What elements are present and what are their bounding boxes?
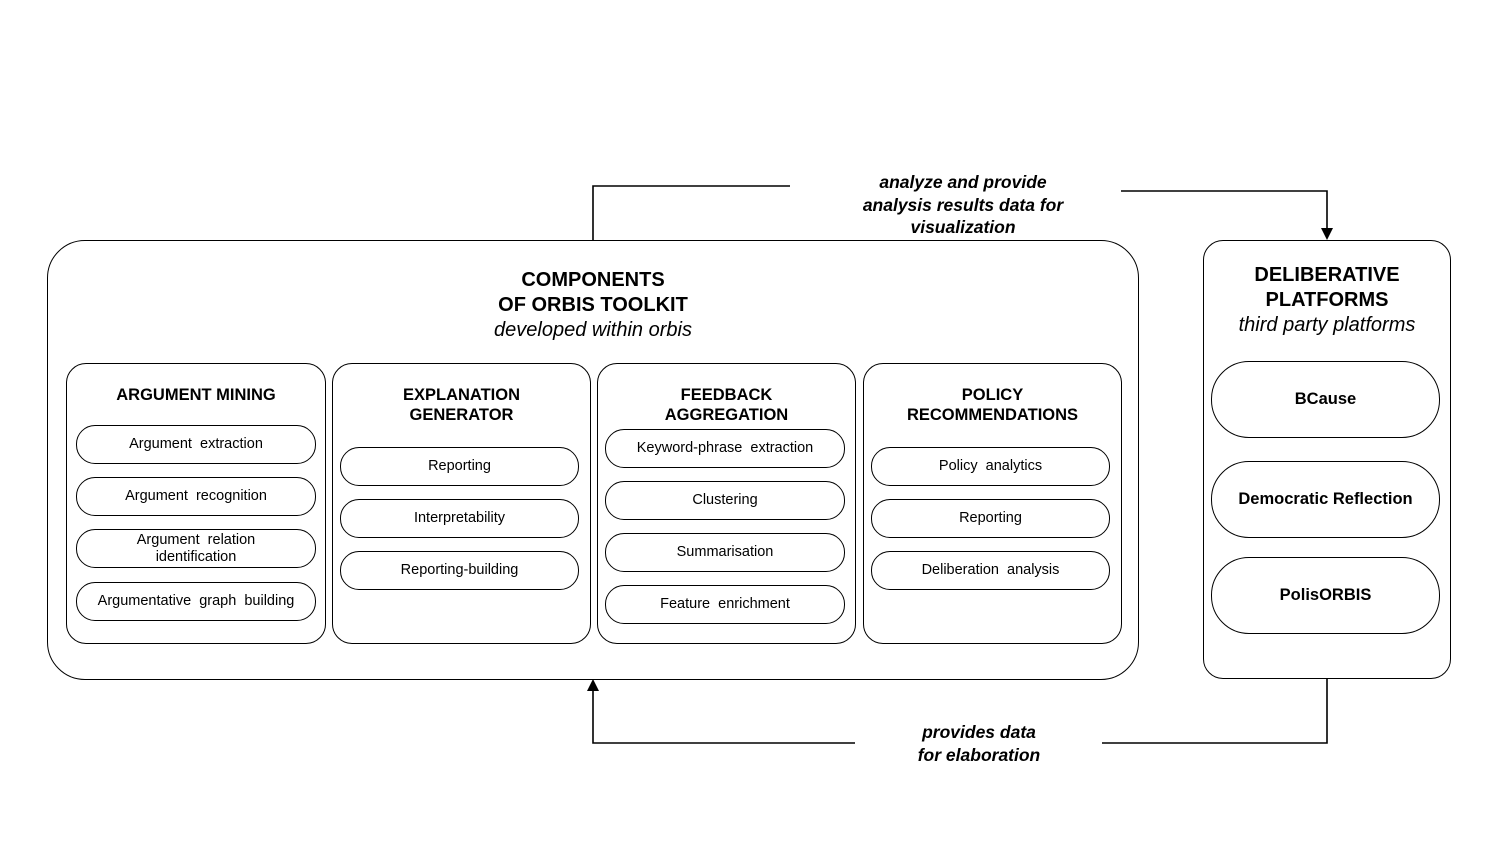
item-label: Reporting-building [400, 562, 519, 578]
policy-recommendations-title: POLICY RECOMMENDATIONS [863, 385, 1122, 425]
toolkit-title: COMPONENTS OF ORBIS TOOLKIT [393, 268, 793, 318]
top-flow-label: analyze and provide analysis results dat… [830, 171, 1096, 239]
item-label: Feature enrichment [660, 596, 790, 612]
column-title-line: GENERATOR [409, 406, 514, 424]
bottom-arrowhead [587, 679, 599, 691]
reporting-building-item: Reporting-building [340, 551, 579, 590]
platforms-title-line: PLATFORMS [1265, 289, 1389, 311]
platform-label: PolisORBIS [1279, 586, 1372, 604]
reporting-item: Reporting [340, 447, 579, 486]
platforms-title-line: DELIBERATIVE [1254, 264, 1400, 286]
item-label: Argument relation [136, 531, 256, 548]
argument-relation-identification-item: Argument relation identification [76, 529, 316, 568]
item-label: Keyword-phrase extraction [636, 440, 814, 456]
summarisation-item: Summarisation [605, 533, 845, 572]
platforms-title: DELIBERATIVE PLATFORMS [1203, 263, 1451, 313]
argument-extraction-item: Argument extraction [76, 425, 316, 464]
deliberation-analysis-item: Deliberation analysis [871, 551, 1110, 590]
top-arrowhead [1321, 228, 1333, 240]
item-label: Clustering [692, 492, 758, 508]
toolkit-title-line: COMPONENTS [521, 269, 665, 291]
bottom-flow-arrow [592, 690, 855, 744]
column-title-line: ARGUMENT MINING [116, 386, 276, 404]
top-flow-label-line: visualization [910, 217, 1016, 237]
item-label: Interpretability [413, 510, 506, 526]
bottom-flow-label: provides data for elaboration [890, 721, 1068, 766]
policy-analytics-item: Policy analytics [871, 447, 1110, 486]
column-title-line: FEEDBACK [680, 386, 773, 404]
policy-reporting-item: Reporting [871, 499, 1110, 538]
item-label: Summarisation [676, 544, 774, 560]
democratic-reflection-platform: Democratic Reflection [1211, 461, 1440, 538]
toolkit-subtitle: developed within orbis [494, 319, 692, 341]
feature-enrichment-item: Feature enrichment [605, 585, 845, 624]
top-flow-label-line: analyze and provide [879, 172, 1047, 192]
platforms-subtitle: third party platforms [1238, 314, 1416, 336]
platform-label: Democratic Reflection [1238, 490, 1413, 508]
platform-label: BCause [1294, 390, 1357, 408]
item-label: Argumentative graph building [97, 593, 295, 609]
interpretability-item: Interpretability [340, 499, 579, 538]
item-label: Policy analytics [938, 458, 1043, 474]
item-label: Argument extraction [129, 436, 263, 452]
column-title-line: AGGREGATION [664, 406, 789, 424]
item-label: Reporting [428, 458, 491, 474]
bottom-flow-line-right [1102, 679, 1328, 744]
argumentative-graph-building-item: Argumentative graph building [76, 582, 316, 621]
item-label: identification [155, 548, 237, 565]
item-label: Reporting [959, 510, 1022, 526]
top-flow-line-left [592, 185, 790, 240]
item-label: Deliberation analysis [921, 562, 1060, 578]
argument-mining-title: ARGUMENT MINING [66, 385, 326, 405]
column-title-line: POLICY [961, 386, 1024, 404]
polisorbis-platform: PolisORBIS [1211, 557, 1440, 634]
feedback-aggregation-title: FEEDBACK AGGREGATION [597, 385, 856, 425]
bcause-platform: BCause [1211, 361, 1440, 438]
item-label: Argument recognition [125, 488, 267, 504]
top-flow-label-line: analysis results data for [862, 194, 1064, 215]
clustering-item: Clustering [605, 481, 845, 520]
column-title-line: RECOMMENDATIONS [906, 406, 1079, 424]
bottom-flow-label-line: for elaboration [917, 744, 1041, 765]
top-flow-arrow [1121, 190, 1328, 229]
keyword-phrase-extraction-item: Keyword-phrase extraction [605, 429, 845, 468]
bottom-flow-label-line: provides data [922, 722, 1036, 742]
toolkit-title-line: OF ORBIS TOOLKIT [498, 294, 688, 316]
explanation-generator-title: EXPLANATION GENERATOR [332, 385, 591, 425]
argument-recognition-item: Argument recognition [76, 477, 316, 516]
column-title-line: EXPLANATION [402, 386, 521, 404]
